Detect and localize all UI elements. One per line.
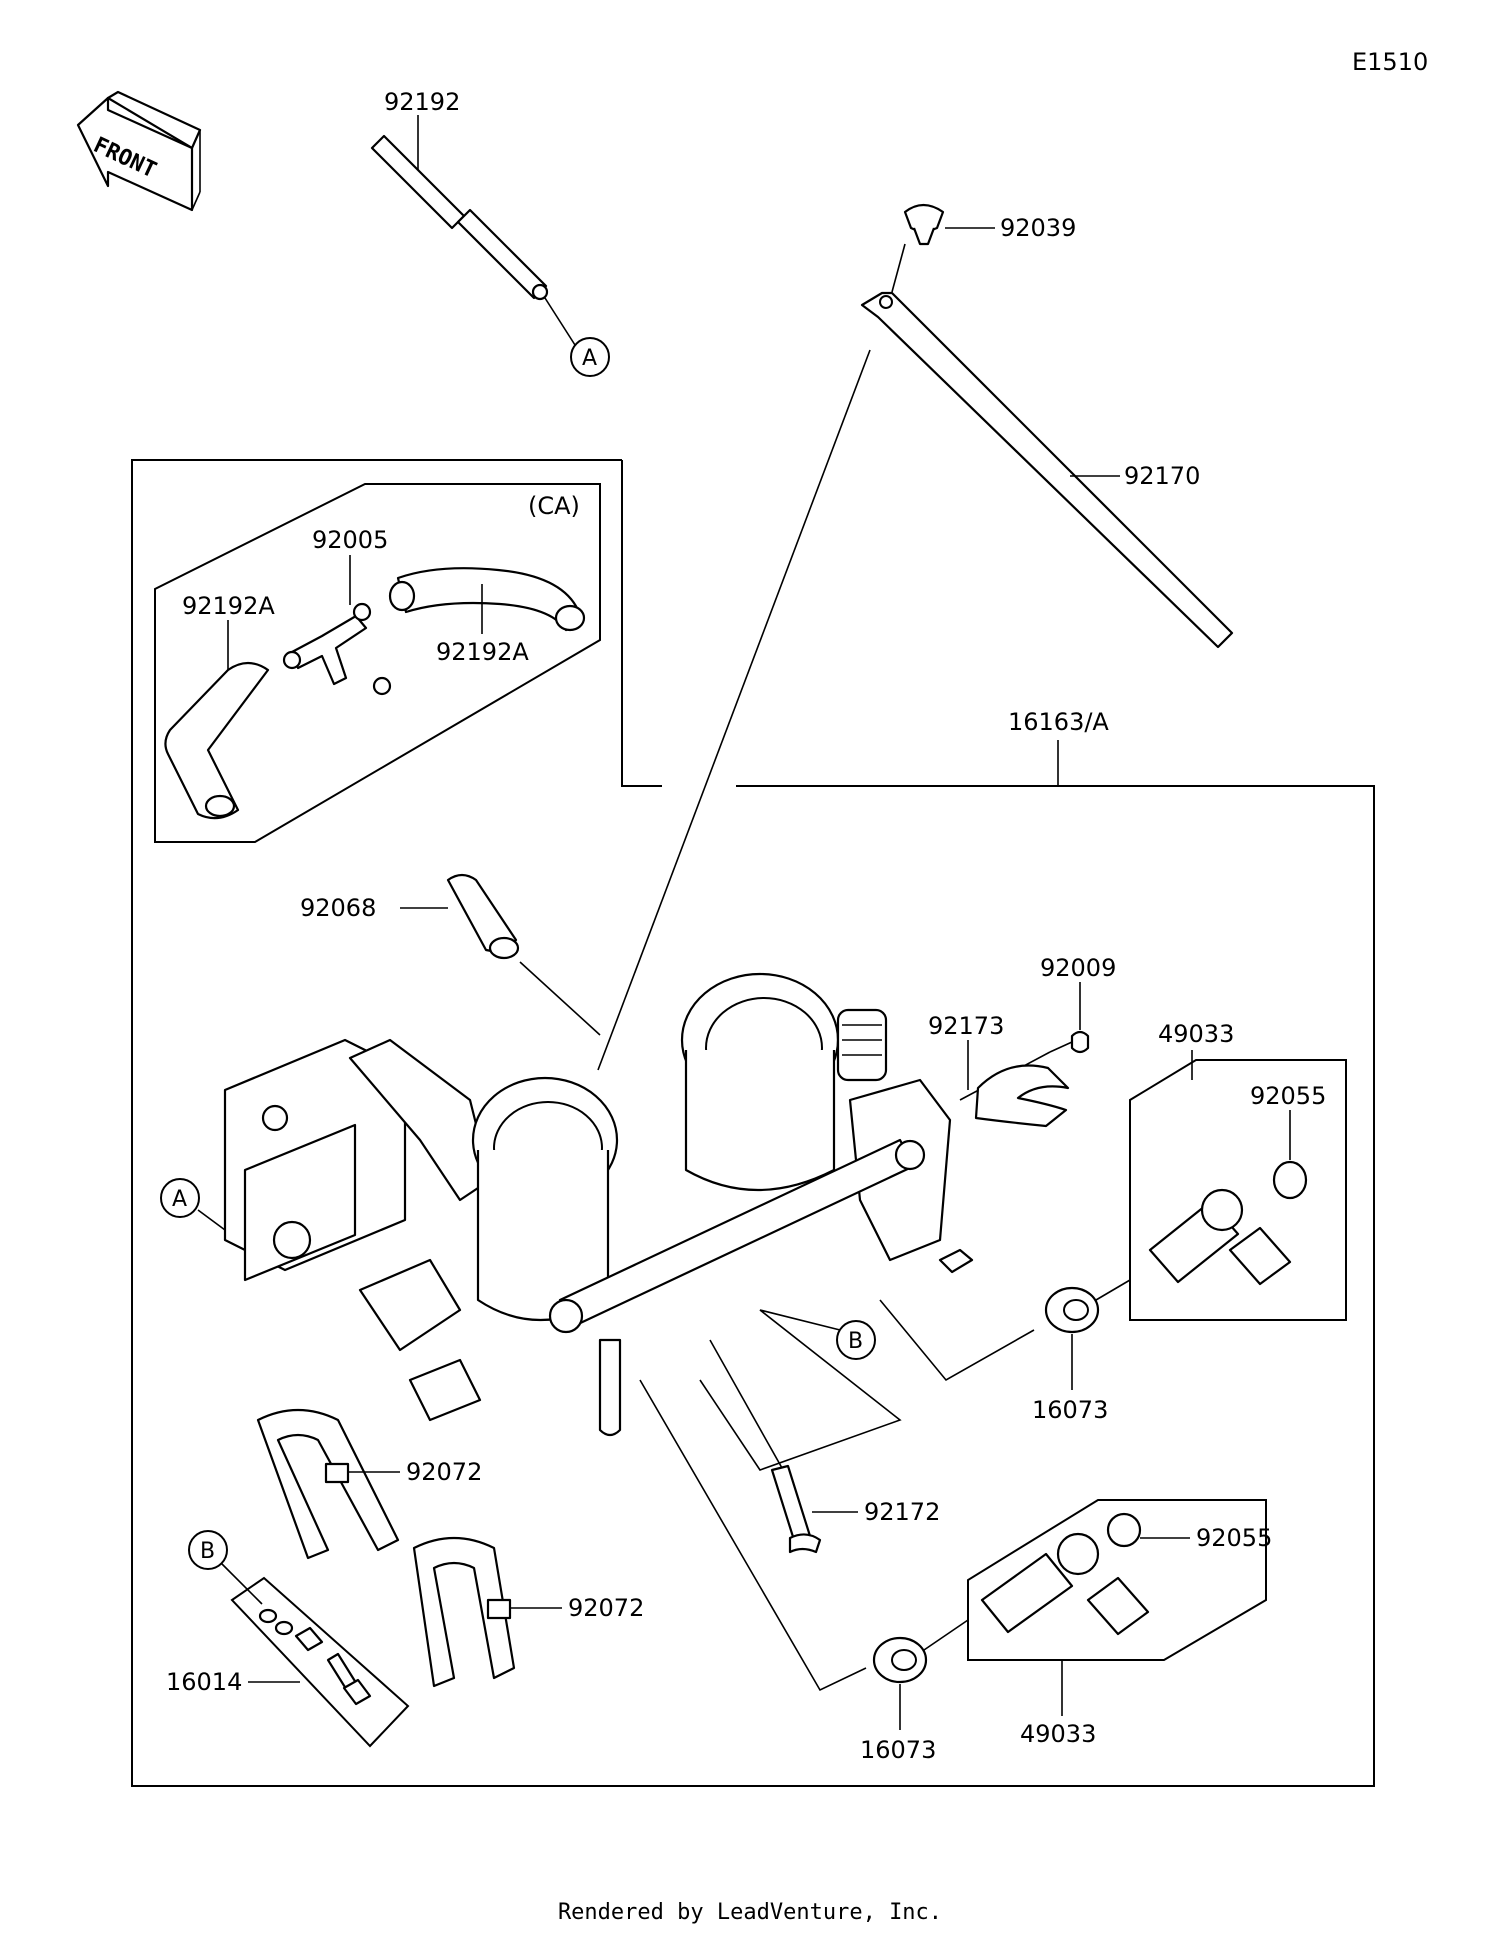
label-92192a-left: 92192A bbox=[182, 592, 275, 620]
oring-92055-low bbox=[1106, 1512, 1142, 1548]
label-92055-top: 92055 bbox=[1250, 1082, 1326, 1110]
clip-92039 bbox=[903, 203, 945, 246]
callout-b-mid-label: B bbox=[848, 1329, 863, 1354]
footer-credit: Rendered by LeadVenture, Inc. bbox=[557, 1900, 943, 1925]
tie-92072-b bbox=[412, 1536, 516, 1688]
callout-a-mid bbox=[160, 1178, 200, 1218]
oring-92055-top bbox=[1272, 1160, 1308, 1200]
cap-92068 bbox=[446, 873, 520, 960]
screw-92009 bbox=[1049, 1030, 1090, 1054]
label-92072-a: 92072 bbox=[406, 1458, 482, 1486]
hose-92192 bbox=[370, 134, 549, 301]
injector-box-low bbox=[967, 1499, 1267, 1661]
label-92172: 92172 bbox=[864, 1498, 940, 1526]
tee-92005 bbox=[282, 602, 392, 696]
throttle-body bbox=[223, 972, 974, 1437]
ca-label: (CA) bbox=[528, 492, 580, 520]
label-92039: 92039 bbox=[1000, 214, 1076, 242]
bolt-92172 bbox=[770, 1464, 822, 1554]
label-92072-b: 92072 bbox=[568, 1594, 644, 1622]
callout-a-mid-label: A bbox=[172, 1187, 187, 1212]
label-92068: 92068 bbox=[300, 894, 376, 922]
label-92005: 92005 bbox=[312, 526, 388, 554]
label-92009: 92009 bbox=[1040, 954, 1116, 982]
seal-16073-top bbox=[1044, 1286, 1100, 1334]
diagram-code: E1510 bbox=[1352, 48, 1428, 76]
hose-92192a-left bbox=[164, 661, 270, 820]
label-16163a: 16163/A bbox=[1008, 708, 1109, 736]
injector-low bbox=[980, 1532, 1150, 1636]
label-16073-top: 16073 bbox=[1032, 1396, 1108, 1424]
injector-box-top bbox=[1129, 1059, 1347, 1321]
label-16073-low: 16073 bbox=[860, 1736, 936, 1764]
strap-92170 bbox=[860, 291, 1234, 649]
kit-16014-box bbox=[230, 1576, 410, 1748]
label-92192: 92192 bbox=[384, 88, 460, 116]
injector-top bbox=[1148, 1188, 1292, 1286]
seal-16073-low bbox=[872, 1636, 928, 1684]
label-92173: 92173 bbox=[928, 1012, 1004, 1040]
callout-a-top bbox=[570, 337, 610, 377]
label-49033-top: 49033 bbox=[1158, 1020, 1234, 1048]
front-arrow-icon: FRONT bbox=[76, 90, 202, 212]
callout-b-mid bbox=[836, 1320, 876, 1360]
hose-92192a-right bbox=[396, 567, 580, 632]
callout-b-low bbox=[188, 1530, 228, 1570]
label-92055-low: 92055 bbox=[1196, 1524, 1272, 1552]
tie-92072-a bbox=[256, 1408, 400, 1560]
callout-b-low-label: B bbox=[200, 1539, 215, 1564]
ca-box bbox=[154, 483, 601, 843]
outer-frame bbox=[131, 459, 1375, 1787]
label-16014: 16014 bbox=[166, 1668, 242, 1696]
clamp-92173 bbox=[974, 1064, 1070, 1128]
label-92170: 92170 bbox=[1124, 462, 1200, 490]
label-92192a-right: 92192A bbox=[436, 638, 529, 666]
callout-a-top-label: A bbox=[582, 346, 597, 371]
label-49033-low: 49033 bbox=[1020, 1720, 1096, 1748]
